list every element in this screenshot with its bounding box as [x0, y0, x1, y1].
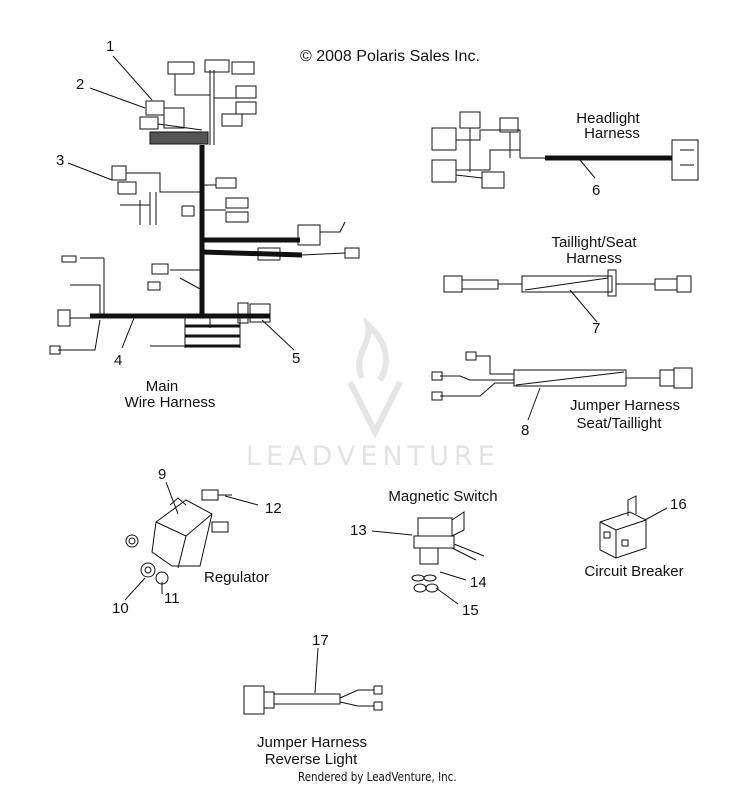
label-circuit-breaker: Circuit Breaker: [584, 563, 684, 580]
label-jumper-seat-line2: Seat/Taillight: [576, 415, 662, 432]
callout-7: 7: [592, 320, 601, 337]
callout-1: 1: [106, 38, 115, 55]
callout-8: 8: [521, 422, 530, 439]
callout-16: 16: [670, 496, 687, 513]
label-main-line1: Main: [145, 378, 179, 395]
callout-3: 3: [56, 152, 65, 169]
label-magnetic-switch: Magnetic Switch: [388, 488, 498, 505]
callout-14: 14: [470, 574, 487, 591]
label-jumper-seat-line1: Jumper Harness: [569, 397, 681, 414]
rendered-by-text: Rendered by LeadVenture, Inc.: [298, 770, 457, 784]
regulator: [125, 489, 232, 585]
jumper-harness-reverse-light: [243, 685, 383, 715]
main-wire-harness: [49, 59, 360, 355]
callout-5: 5: [292, 350, 301, 367]
circuit-breaker: [599, 495, 647, 559]
callout-17: 17: [312, 632, 329, 649]
callout-2: 2: [76, 76, 85, 93]
copyright-text: © 2008 Polaris Sales Inc.: [300, 48, 480, 65]
callout-15: 15: [462, 602, 479, 619]
label-jumper-reverse-line1: Jumper Harness: [256, 734, 368, 751]
callout-10: 10: [112, 600, 129, 617]
label-regulator: Regulator: [204, 569, 270, 586]
label-taillight-line2: Harness: [566, 250, 622, 267]
watermark-logo: [347, 316, 403, 439]
watermark-text: LEADVENTURE: [246, 441, 500, 472]
callout-6: 6: [592, 182, 601, 199]
leader-lines: [67, 55, 668, 694]
callout-13: 13: [350, 522, 367, 539]
jumper-harness-seat-taillight: [431, 351, 693, 401]
taillight-seat-harness: [443, 269, 692, 297]
callout-4: 4: [114, 352, 123, 369]
magnetic-switch: [411, 511, 485, 593]
label-taillight-line1: Taillight/Seat: [551, 234, 637, 251]
callout-9: 9: [158, 466, 167, 483]
label-jumper-reverse-line2: Reverse Light: [264, 751, 358, 768]
label-main-line2: Wire Harness: [124, 394, 216, 411]
callout-12: 12: [265, 500, 282, 517]
label-headlight-line2: Harness: [584, 125, 640, 142]
callout-11: 11: [164, 590, 180, 607]
label-headlight-line1: Headlight: [576, 110, 640, 127]
headlight-harness: [431, 111, 699, 189]
